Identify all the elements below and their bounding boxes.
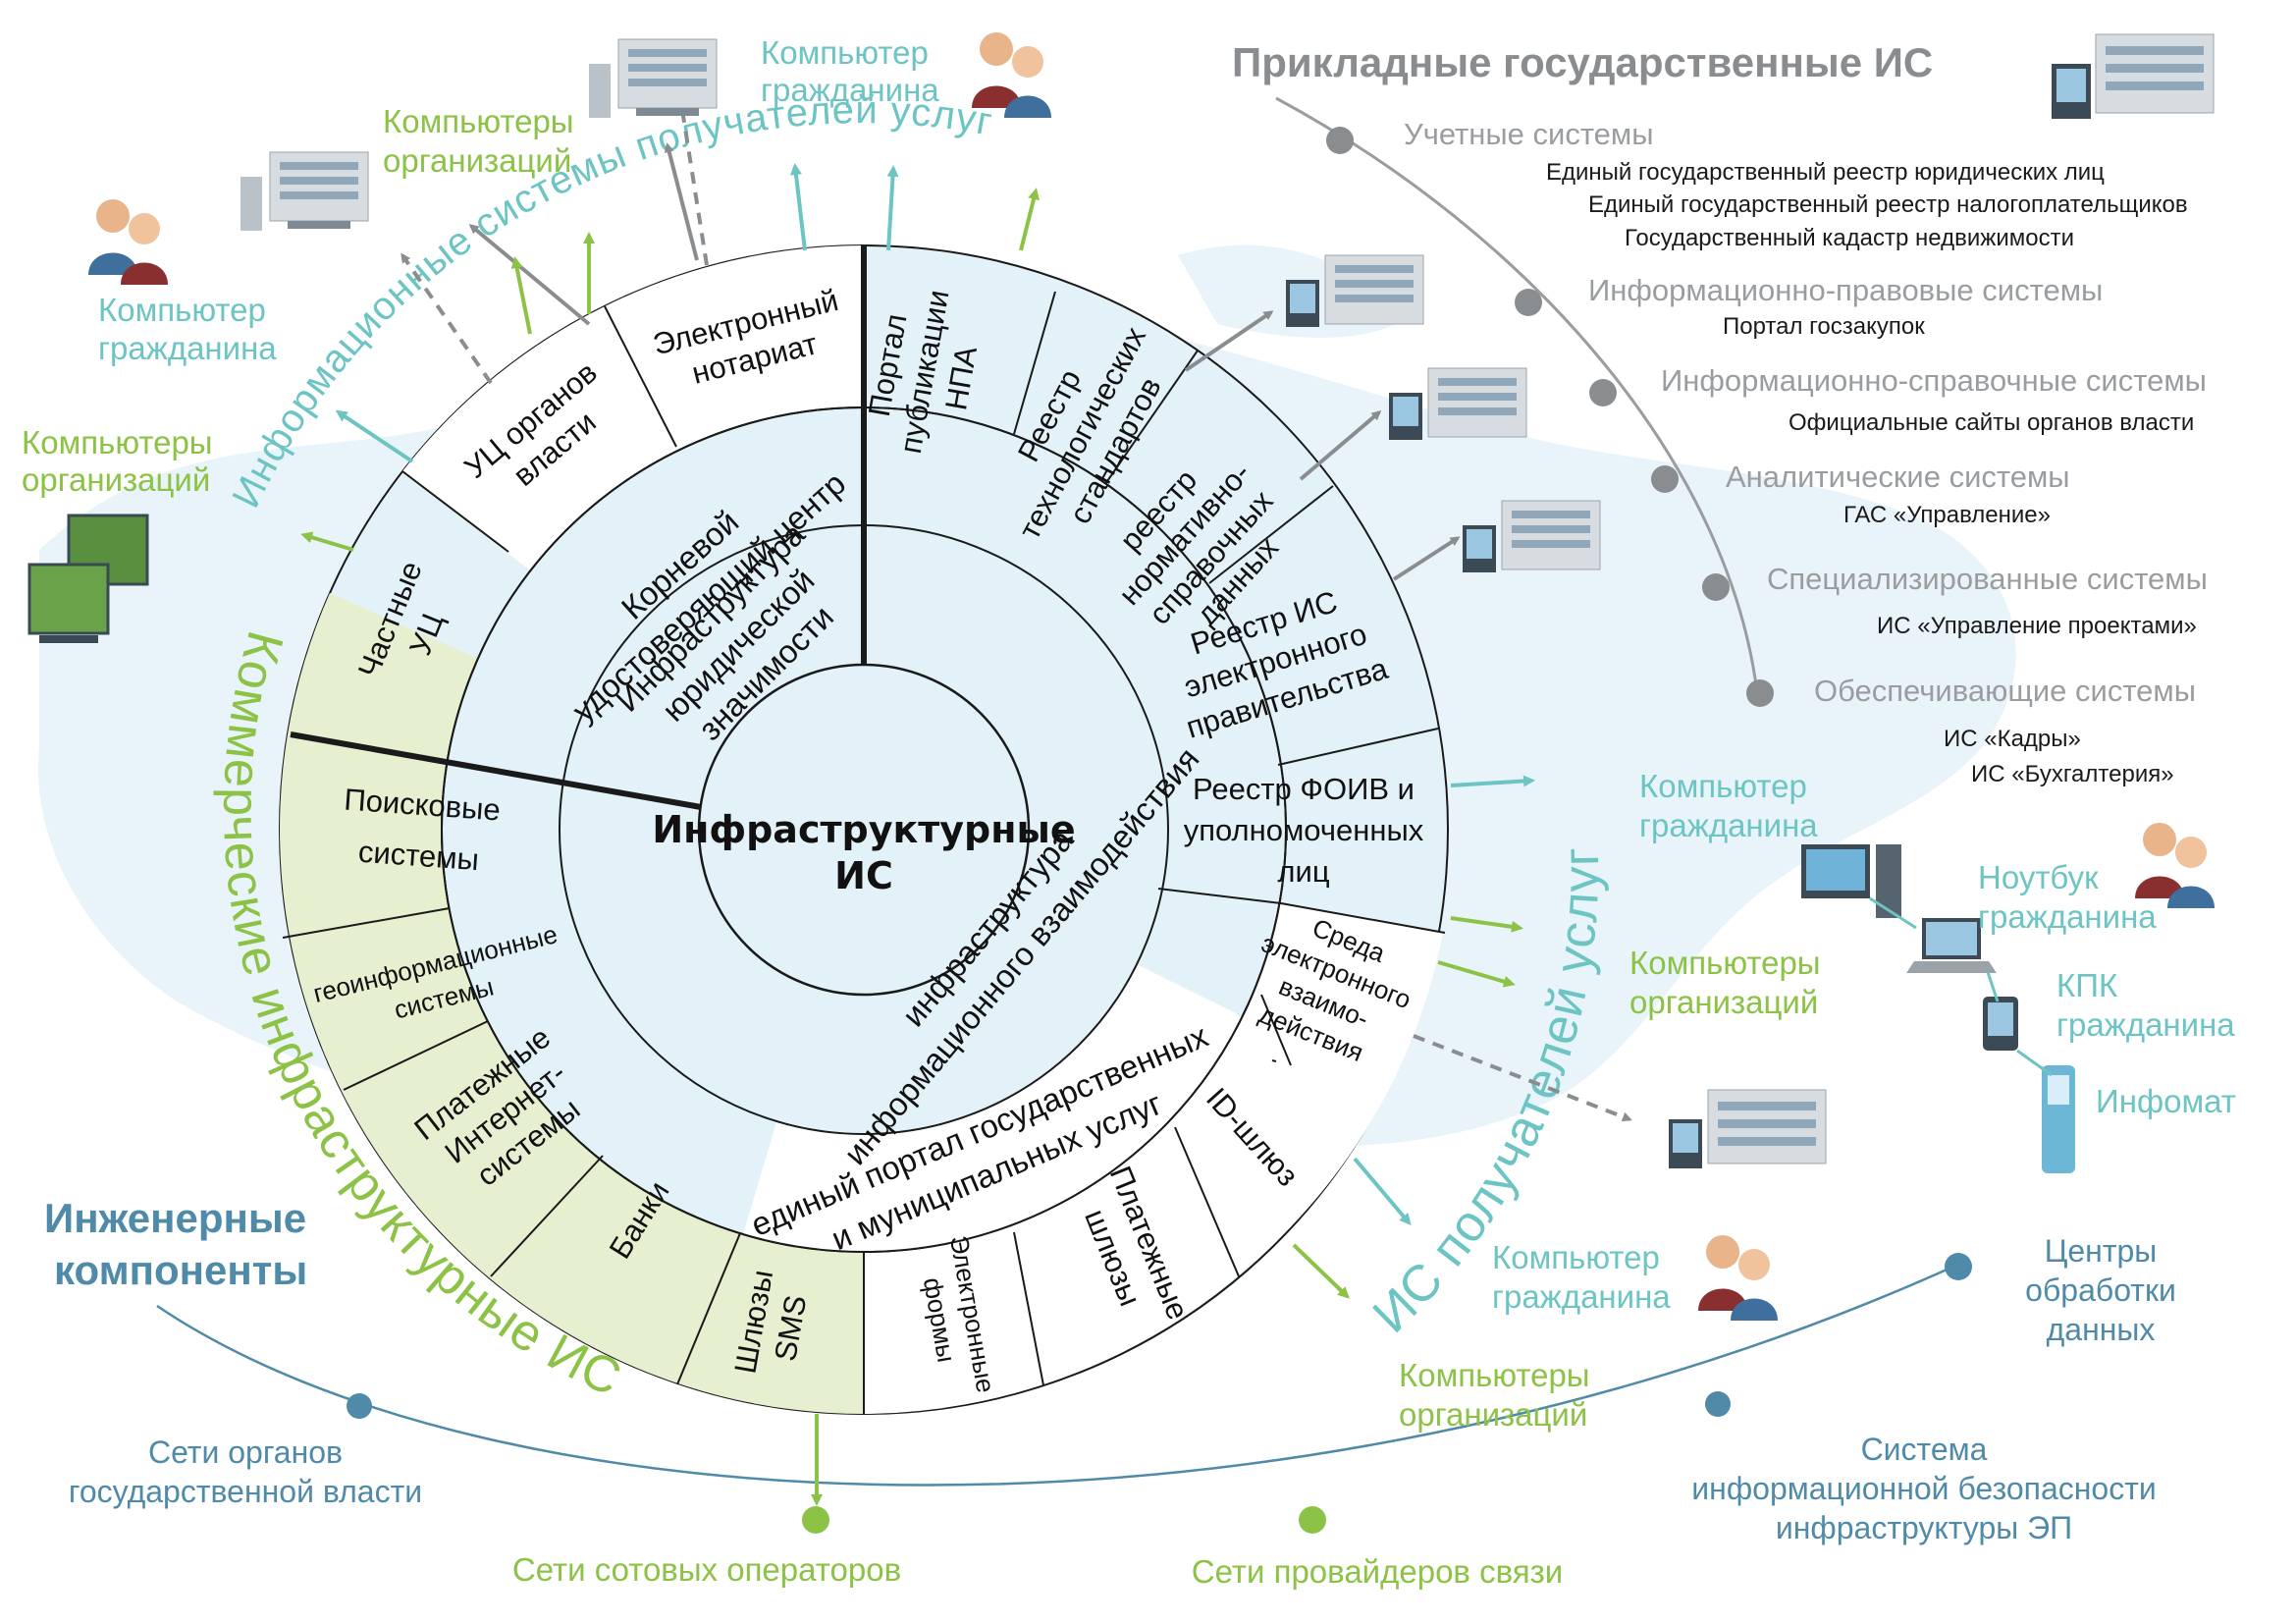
core-label: Инфраструктурные [652, 808, 1075, 851]
applied-title: Прикладные государственные ИС [1232, 39, 1933, 85]
svg-text:организаций: организаций [1399, 1396, 1587, 1433]
label-gov-networks[interactable]: Сети органов государственной власти [69, 1435, 422, 1509]
svg-text:организаций: организаций [1629, 984, 1818, 1020]
applied-group-2[interactable]: Информационно-справочные системы [1661, 363, 2207, 398]
svg-text:Центры: Центры [2045, 1233, 2158, 1269]
building-icon-right-3 [1463, 500, 1601, 572]
label-orgs-left[interactable]: Компьютеры организаций [22, 424, 213, 498]
svg-text:Компьютер: Компьютер [1492, 1239, 1660, 1275]
applied-item[interactable]: ИС «Бухгалтерия» [1971, 761, 2174, 787]
svg-text:данных: данных [2047, 1312, 2156, 1347]
label-orgs-top[interactable]: Компьютеры организаций [383, 103, 574, 179]
svg-text:Компьютеры: Компьютеры [22, 424, 213, 460]
building-icon-top [589, 38, 718, 118]
infomat-icon [2042, 1065, 2075, 1173]
svg-text:гражданина: гражданина [98, 330, 277, 366]
applied-group-3[interactable]: Аналитические системы [1726, 460, 2070, 494]
people-icon-top [972, 32, 1051, 118]
applied-item[interactable]: Единый государственный реестр налогоплат… [1588, 191, 2188, 218]
label-orgs-right-low[interactable]: Компьютеры организаций [1399, 1357, 1590, 1433]
label-citizen-top[interactable]: Компьютер гражданина [761, 34, 939, 108]
label-providers[interactable]: Сети провайдеров связи [1192, 1553, 1563, 1590]
svg-text:системы: системы [357, 835, 480, 877]
monitors-icon-left [27, 514, 149, 643]
label-orgs-right-mid[interactable]: Компьютеры организаций [1629, 945, 1821, 1020]
applied-arc-nodes [1326, 127, 1774, 707]
applied-item[interactable]: Государственный кадастр недвижимости [1625, 225, 2074, 251]
svg-text:Компьютер: Компьютер [761, 34, 929, 71]
svg-text:Система: Система [1861, 1432, 1988, 1467]
applied-item[interactable]: Портал госзакупок [1723, 313, 1925, 340]
svg-text:Компьютер: Компьютер [98, 292, 266, 328]
people-icon-right-low [1698, 1235, 1778, 1321]
label-citizen-pc-right[interactable]: Компьютер гражданина [1639, 768, 1818, 843]
svg-text:Компьютеры: Компьютеры [383, 103, 574, 139]
core-label-2: ИС [834, 854, 893, 897]
svg-text:уполномоченных: уполномоченных [1184, 813, 1424, 847]
svg-text:Компьютеры: Компьютеры [1629, 945, 1821, 981]
svg-text:инфраструктуры ЭП: инфраструктуры ЭП [1776, 1510, 2072, 1545]
label-citizen-right-low[interactable]: Компьютер гражданина [1492, 1239, 1671, 1315]
label-infomat[interactable]: Инфомат [2096, 1083, 2236, 1119]
wheel [279, 244, 1449, 1415]
svg-text:Сети органов: Сети органов [148, 1435, 343, 1470]
applied-arc [1275, 96, 1759, 693]
node-cellular[interactable] [802, 1506, 829, 1534]
svg-text:Компьютеры: Компьютеры [1399, 1357, 1590, 1393]
node-dpc[interactable] [1945, 1253, 1972, 1280]
people-icon-left [88, 199, 168, 285]
applied-item[interactable]: Единый государственный реестр юридически… [1546, 159, 2105, 186]
svg-text:Инфомат: Инфомат [2096, 1083, 2236, 1119]
svg-text:гражданина: гражданина [1492, 1278, 1671, 1315]
applied-group-5[interactable]: Обеспечивающие системы [1814, 674, 2196, 708]
svg-text:обработки: обработки [2025, 1272, 2176, 1308]
label-dpc[interactable]: Центры обработки данных [2025, 1233, 2176, 1347]
svg-text:гражданина: гражданина [1978, 898, 2157, 935]
node-providers[interactable] [1299, 1506, 1326, 1534]
svg-text:лиц: лиц [1277, 854, 1329, 889]
svg-text:гражданина: гражданина [1639, 807, 1818, 843]
applied-group-0[interactable]: Учетные системы [1404, 117, 1654, 151]
applied-item[interactable]: Официальные сайты органов власти [1789, 409, 2194, 436]
svg-text:организаций: организаций [22, 461, 210, 498]
building-icon-right-low [1669, 1089, 1827, 1168]
svg-text:КПК: КПК [2056, 967, 2118, 1003]
wedge-foiv-registry[interactable]: Реестр ФОИВ и уполномоченных лиц [1184, 772, 1424, 889]
applied-group-4[interactable]: Специализированные системы [1767, 562, 2208, 596]
label-citizen-left[interactable]: Компьютер гражданина [98, 292, 277, 366]
svg-text:организаций: организаций [383, 142, 571, 179]
arrows [300, 76, 1632, 1506]
svg-text:Ноутбук: Ноутбук [1978, 859, 2099, 895]
applied-item[interactable]: ИС «Управление проектами» [1877, 613, 2197, 639]
pda-icon [1983, 997, 2018, 1051]
engineering-arc [156, 1265, 1954, 1487]
applied-item[interactable]: ИС «Кадры» [1944, 726, 2081, 752]
svg-text:государственной власти: государственной власти [69, 1474, 422, 1509]
label-security[interactable]: Система информационной безопасности инфр… [1691, 1432, 2156, 1545]
svg-text:Инженерные: Инженерные [44, 1195, 306, 1241]
svg-text:Реестр ФОИВ и: Реестр ФОИВ и [1193, 772, 1415, 806]
pc-icon-right [1801, 844, 1901, 918]
engineering-title: Инженерные компоненты [44, 1195, 307, 1293]
building-icon-right-1 [1286, 254, 1424, 327]
device-chain [1869, 896, 2053, 1077]
node-security[interactable] [1705, 1391, 1731, 1417]
people-icon-right [2135, 823, 2215, 908]
applied-item[interactable]: ГАС «Управление» [1843, 502, 2051, 528]
svg-text:Компьютер: Компьютер [1639, 768, 1807, 804]
label-cellular[interactable]: Сети сотовых операторов [512, 1551, 901, 1588]
node-gov-networks[interactable] [347, 1393, 372, 1419]
label-pda[interactable]: КПК гражданина [2056, 967, 2235, 1043]
building-icon-orgs-top [240, 151, 369, 231]
svg-text:гражданина: гражданина [761, 72, 939, 108]
svg-text:информационной безопасности: информационной безопасности [1691, 1471, 2156, 1506]
building-icon-right-2 [1389, 367, 1527, 440]
building-icon-applied [2052, 33, 2215, 119]
svg-text:компоненты: компоненты [54, 1247, 307, 1293]
svg-text:гражданина: гражданина [2056, 1006, 2235, 1043]
label-laptop[interactable]: Ноутбук гражданина [1978, 859, 2157, 935]
laptop-icon [1906, 918, 1997, 973]
applied-group-1[interactable]: Информационно-правовые системы [1588, 273, 2103, 307]
